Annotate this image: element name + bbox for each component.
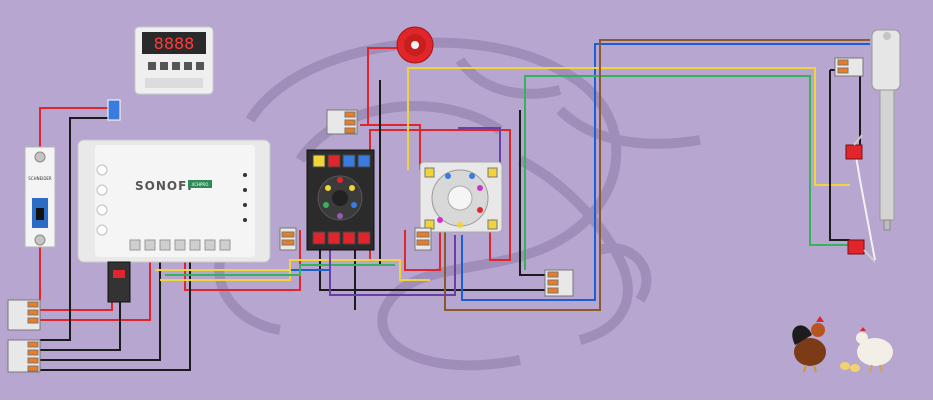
breaker-label: SCHNEIDER bbox=[28, 176, 52, 181]
black-wire bbox=[830, 69, 861, 150]
relay-socket-icon bbox=[419, 161, 503, 233]
green-wire bbox=[524, 75, 850, 270]
red-wire bbox=[40, 250, 151, 321]
limit-switch-icon bbox=[845, 134, 876, 263]
siren-icon bbox=[396, 26, 434, 64]
blue-wire bbox=[461, 43, 870, 301]
red-wire bbox=[40, 280, 113, 311]
black-wire bbox=[40, 250, 161, 361]
yellow-wire bbox=[160, 259, 430, 281]
digital-timer-icon: 8888 bbox=[134, 26, 214, 95]
wago-connector-icon bbox=[7, 57, 864, 373]
black-wire bbox=[40, 117, 112, 341]
black-wire bbox=[319, 250, 560, 291]
red-wire bbox=[404, 230, 441, 271]
yellow-wire bbox=[407, 67, 850, 186]
black-wire bbox=[40, 250, 191, 371]
black-wire bbox=[40, 300, 121, 351]
timer-display: 8888 bbox=[154, 34, 195, 53]
rooster-hen-icon bbox=[792, 316, 893, 373]
purple-wire bbox=[458, 127, 501, 170]
smart-relay-icon: SONOFF 4CHPRO bbox=[77, 139, 271, 263]
black-wire bbox=[829, 70, 850, 241]
brown-wire bbox=[444, 39, 870, 311]
controller-brand: SONOFF bbox=[135, 179, 196, 193]
linear-actuator-icon bbox=[871, 29, 901, 231]
relay-socket-icon bbox=[306, 149, 375, 251]
controller-model: 4CHPRO bbox=[192, 182, 209, 187]
purple-wire bbox=[329, 235, 456, 296]
green-wire bbox=[165, 264, 395, 276]
white-wire bbox=[854, 149, 876, 261]
plug-adapter-icon bbox=[107, 261, 131, 303]
junction-box bbox=[107, 99, 121, 121]
circuit-breaker-icon: SCHNEIDER bbox=[24, 146, 56, 248]
